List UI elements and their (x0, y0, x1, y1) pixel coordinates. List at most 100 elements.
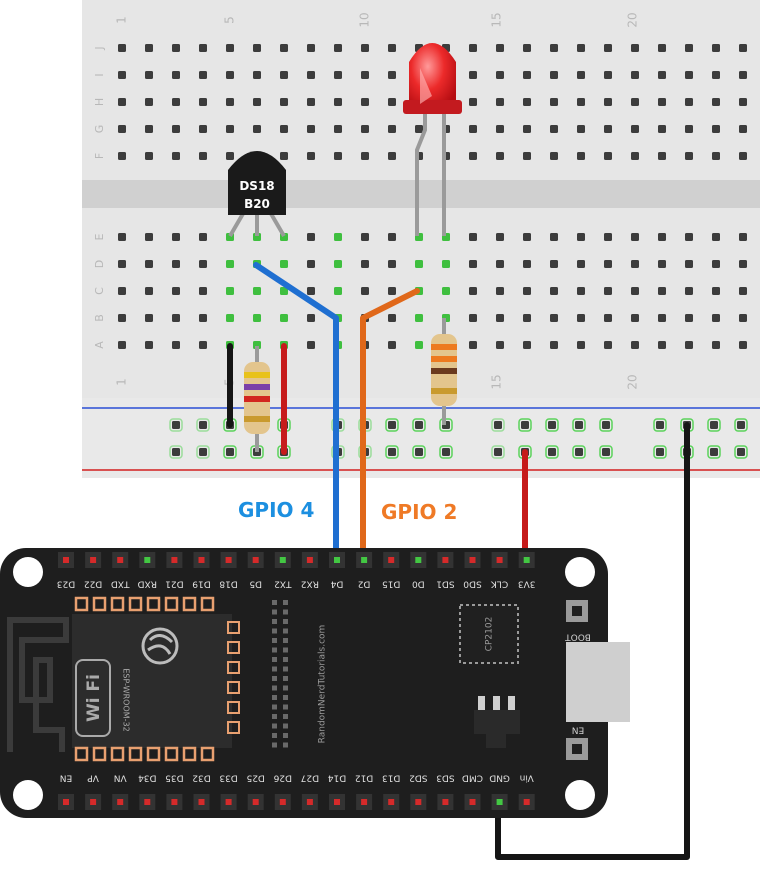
hole (172, 98, 180, 106)
hole (496, 71, 504, 79)
espressif-logo-mark (147, 634, 174, 655)
mount-hole (13, 557, 43, 587)
rail-hole-highlight (385, 418, 399, 432)
resistor-band (244, 396, 270, 402)
breadboard-holes (118, 44, 748, 459)
hole (523, 125, 531, 133)
row-letter: I (93, 73, 106, 76)
module-pad (164, 746, 179, 762)
rail-hole (737, 421, 745, 429)
rail-hole-highlight (734, 445, 748, 459)
sensor-label-line1: DS18 (239, 179, 274, 193)
rail-hole-highlight (412, 418, 426, 432)
bottom-pin-label: EN (60, 773, 72, 783)
hole (226, 314, 234, 322)
hole (712, 314, 720, 322)
boot-button-cap (572, 606, 582, 616)
resistor-band (244, 384, 270, 390)
gpio2-wire (360, 288, 420, 565)
hole (631, 44, 639, 52)
header-pin-pad (225, 799, 232, 805)
top-pin-label: D5 (249, 579, 262, 589)
top-pin-label: D18 (219, 579, 238, 589)
sensor-leg (268, 210, 286, 238)
gpio4-wire (253, 262, 339, 565)
hole (118, 287, 126, 295)
top-pin-label: 3V3 (518, 579, 536, 589)
rail-hole-highlight (518, 418, 532, 432)
hole (199, 287, 207, 295)
bottom-pin-label: CMD (462, 773, 483, 783)
bottom-pin-label: SD2 (409, 773, 427, 783)
hole (253, 314, 261, 322)
module-pad (92, 746, 107, 762)
hole (550, 314, 558, 322)
side-header-pin (272, 657, 277, 662)
led-rim (403, 100, 462, 114)
row-letters-bottom: E D C B A (93, 233, 106, 348)
module-pads (74, 596, 240, 762)
side-header-pin (272, 733, 277, 738)
hole (280, 152, 288, 160)
side-header-pin (283, 723, 288, 729)
rail-hole (602, 448, 610, 456)
hole (523, 233, 531, 241)
hole (199, 260, 207, 268)
hole (145, 98, 153, 106)
header-pin-pad (252, 799, 259, 805)
module-pad (146, 746, 161, 762)
sensor-label-line2: B20 (244, 197, 270, 211)
header-pin-pad (279, 799, 286, 805)
module-pad (128, 746, 143, 762)
hole (658, 71, 666, 79)
top-pin-label: SD1 (436, 579, 454, 589)
rail-hole (710, 448, 718, 456)
hole (226, 71, 234, 79)
hole (145, 71, 153, 79)
top-pin-label: D22 (84, 579, 102, 589)
col-number: 1 (115, 378, 129, 386)
rail-hole-highlight (439, 445, 453, 459)
hole (739, 125, 747, 133)
rail-hole-highlight (599, 418, 613, 432)
hole (712, 287, 720, 295)
hole (577, 341, 585, 349)
rail-hole (575, 421, 583, 429)
rail-hole (226, 448, 234, 456)
hole (172, 287, 180, 295)
hole (307, 98, 315, 106)
rail-hole-highlight (196, 445, 210, 459)
hole (199, 233, 207, 241)
hole (631, 233, 639, 241)
rail-hole (415, 448, 423, 456)
top-pin-label: D23 (57, 579, 75, 589)
hole (550, 233, 558, 241)
hole (280, 314, 288, 322)
hole (199, 341, 207, 349)
hole (199, 98, 207, 106)
hole (523, 341, 531, 349)
hole (604, 71, 612, 79)
side-header-pin (283, 628, 288, 634)
hole (550, 341, 558, 349)
hole (172, 314, 180, 322)
side-header-pin (272, 609, 277, 615)
hole (685, 152, 693, 160)
rail-hole-highlight (169, 418, 183, 432)
module-pad (227, 661, 240, 674)
hole (442, 287, 450, 295)
rail-hole (575, 448, 583, 456)
hole (388, 71, 396, 79)
hole (280, 98, 288, 106)
rail-hole-highlight (653, 445, 667, 459)
header-pin-pad (442, 799, 449, 805)
side-header-pin (283, 609, 288, 615)
row-letter: F (93, 153, 106, 159)
bottom-pin-label: D14 (328, 773, 347, 783)
hole (523, 71, 531, 79)
hole (496, 125, 504, 133)
header-pin-pad (361, 799, 368, 805)
rail-hole (656, 421, 664, 429)
hole (415, 260, 423, 268)
module-pad (74, 746, 89, 762)
